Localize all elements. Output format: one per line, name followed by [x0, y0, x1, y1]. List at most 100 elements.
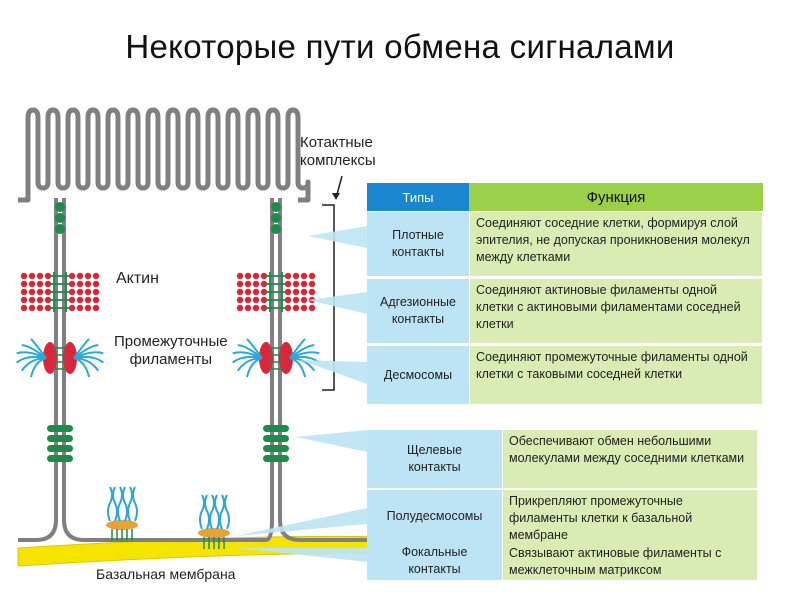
actin-dot — [76, 272, 84, 280]
tight-junction-dot — [271, 202, 281, 212]
actin-dot — [284, 280, 292, 288]
actin-dot — [84, 272, 92, 280]
actin-dot — [36, 272, 44, 280]
label-basal-membrane: Базальная мембрана — [96, 566, 236, 582]
gap-junction-channel — [263, 455, 289, 462]
pointer-wedge — [236, 548, 367, 562]
actin-dot — [84, 288, 92, 296]
actin-dot — [20, 272, 28, 280]
microvilli-outline — [18, 107, 311, 203]
lateral-membranes — [18, 198, 470, 542]
actin-dot — [36, 280, 44, 288]
intermediate-filament — [30, 357, 47, 378]
tight-junction-dot — [55, 213, 65, 223]
label-intermediate-filaments: Промежуточные филаменты — [114, 333, 228, 368]
pointer-wedge — [308, 226, 367, 248]
intermediate-filament — [127, 486, 133, 522]
actin-dot — [260, 304, 268, 312]
actin-dot — [92, 296, 100, 304]
actin-dot — [252, 304, 260, 312]
actin-dot — [244, 304, 252, 312]
actin-dot — [84, 280, 92, 288]
actin-dot — [308, 280, 316, 288]
actin-dot — [300, 280, 308, 288]
table-row-function: Соединяют промежуточные филаменты одной … — [470, 346, 762, 404]
actin-dot — [84, 304, 92, 312]
actin-dot — [308, 304, 316, 312]
slide-title: Некоторые пути обмена сигналами — [125, 28, 675, 65]
actin-dot — [92, 280, 100, 288]
actin-dot — [260, 288, 268, 296]
gap-junction-channel — [263, 435, 289, 442]
actin-dot — [76, 280, 84, 288]
actin-dot — [68, 288, 76, 296]
actin-dot — [68, 272, 76, 280]
actin-dot — [300, 288, 308, 296]
actin-dot — [20, 296, 28, 304]
actin-dot — [68, 296, 76, 304]
actin-dot — [284, 296, 292, 304]
actin-dot — [300, 296, 308, 304]
table-row-type: Щелевые контакты — [367, 430, 502, 488]
hemidesmosome-plaque — [198, 528, 230, 538]
pointer-wedge — [296, 430, 367, 452]
pointer-wedge — [308, 292, 367, 314]
actin-dot — [44, 296, 52, 304]
gap-junction-channel — [47, 425, 73, 432]
tight-junction-dot — [271, 213, 281, 223]
desmosome-plaque — [63, 342, 77, 374]
table-header-types: Типы — [367, 183, 469, 211]
actin-dot — [244, 296, 252, 304]
gap-junction-channel — [263, 445, 289, 452]
actin-dot — [92, 288, 100, 296]
intermediate-filament — [112, 486, 118, 522]
table-row-function: Соединяют соседние клетки, формируя слой… — [470, 212, 762, 276]
table-row-type: Фокальные контакты — [367, 542, 502, 580]
intermediate-filament — [204, 494, 210, 530]
actin-dot — [236, 304, 244, 312]
actin-dot — [244, 280, 252, 288]
actin-dot — [252, 288, 260, 296]
actin-dot — [28, 272, 36, 280]
actin-dot — [236, 280, 244, 288]
actin-dot — [44, 272, 52, 280]
intermediate-filament — [122, 486, 128, 522]
actin-dot — [36, 296, 44, 304]
actin-dot — [36, 304, 44, 312]
intermediate-filament — [246, 357, 263, 378]
actin-dot — [260, 272, 268, 280]
actin-dot — [300, 304, 308, 312]
desmosome-plaque — [43, 342, 57, 374]
table-row-function: Соединяют актиновые филаменты одной клет… — [470, 279, 762, 343]
actin-dot — [28, 304, 36, 312]
actin-dot — [44, 280, 52, 288]
actin-dot — [292, 288, 300, 296]
gap-junction-channel — [47, 435, 73, 442]
table-header-function: Функция — [469, 183, 763, 211]
actin-dot — [300, 272, 308, 280]
actin-dot — [260, 280, 268, 288]
actin-dot — [20, 288, 28, 296]
table-row-type: Плотные контакты — [367, 212, 469, 276]
actin-dot — [20, 304, 28, 312]
actin-dot — [44, 288, 52, 296]
intermediate-filament — [214, 494, 220, 530]
label-actin: Актин — [116, 270, 159, 287]
junction-markers — [16, 202, 320, 549]
actin-dot — [284, 272, 292, 280]
actin-dot — [260, 296, 268, 304]
pointer-wedge — [236, 508, 367, 536]
tight-junction-dot — [271, 224, 281, 234]
intermediate-filament — [117, 486, 123, 522]
actin-dot — [292, 296, 300, 304]
actin-dot — [252, 296, 260, 304]
actin-dot — [244, 272, 252, 280]
actin-dot — [292, 280, 300, 288]
actin-dot — [236, 272, 244, 280]
actin-dot — [28, 296, 36, 304]
table-row-function: Прикрепляют промежуточные филаменты клет… — [503, 490, 757, 542]
actin-dot — [236, 296, 244, 304]
gap-junction-channel — [263, 425, 289, 432]
table-row-function: Обеспечивают обмен небольшими молекулами… — [503, 430, 757, 488]
tight-junction-dot — [55, 202, 65, 212]
